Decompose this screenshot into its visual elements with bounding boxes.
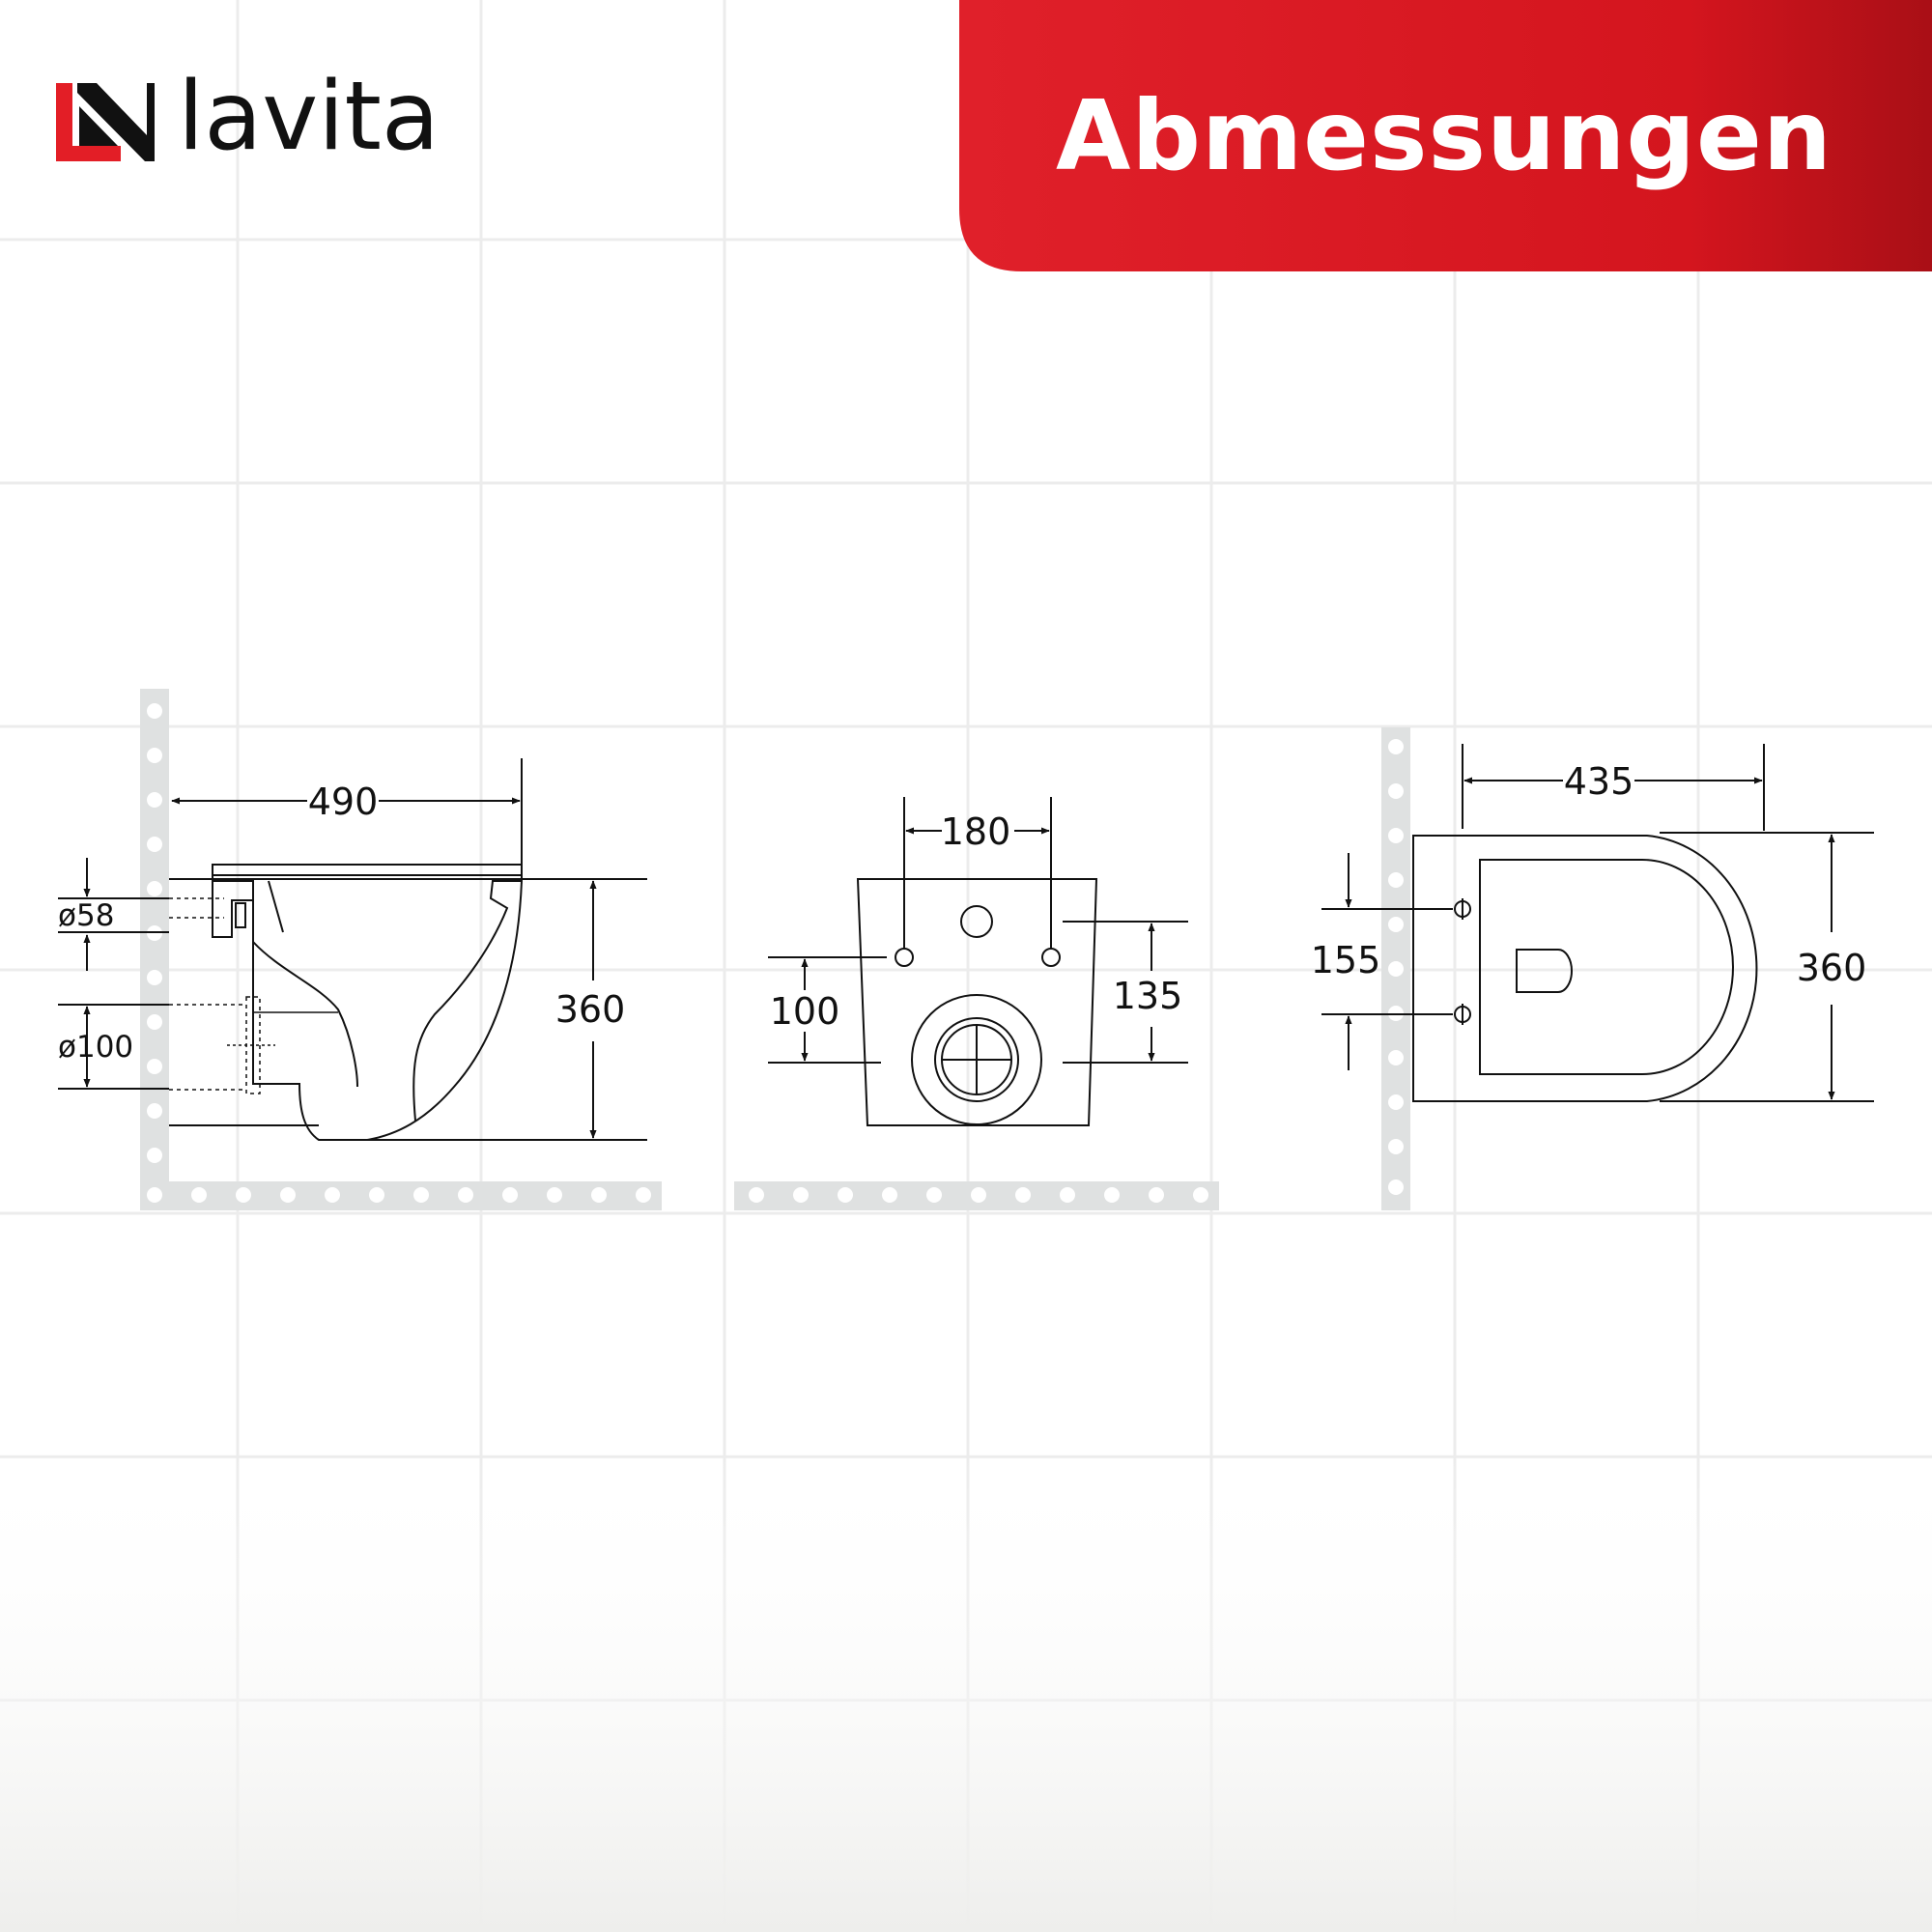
inlet-diameter-label: ø58 (58, 898, 114, 933)
toilet-bowl-opening-icon (1516, 949, 1573, 993)
top-wall-bar-holes (1388, 739, 1404, 1195)
top-outer-outline (1412, 835, 1758, 1102)
top-width-label: 360 (1797, 947, 1867, 989)
banner-shape (959, 0, 1932, 271)
rear-floor-bar-holes (749, 1187, 1208, 1203)
top-length-label: 435 (1564, 760, 1634, 803)
outlet-diameter-label: ø100 (58, 1030, 133, 1065)
brand-logo-icon (56, 83, 155, 161)
floor-bar (140, 1181, 662, 1210)
top-view (1321, 727, 1874, 1210)
inlet-hole-icon (960, 905, 993, 938)
brand-name: lavita (178, 62, 440, 172)
side-length-label: 490 (308, 781, 379, 823)
side-view (58, 689, 662, 1210)
inlet-height-label: 135 (1113, 975, 1183, 1017)
bolt-spacing-label: 180 (941, 810, 1011, 853)
rear-outline (856, 878, 1098, 1126)
rear-view (734, 797, 1219, 1210)
page-title: Abmessungen (1055, 79, 1833, 192)
side-bowl-outline (212, 864, 523, 1141)
side-height-label: 360 (555, 988, 626, 1031)
outlet-ring-icon (911, 994, 1042, 1125)
bolt-height-label: 100 (770, 990, 840, 1033)
floor-fade (0, 1449, 1932, 1932)
bolt-hole-left-icon (895, 948, 914, 967)
top-inner-outline (1479, 859, 1734, 1075)
seat-holes-label: 155 (1311, 939, 1381, 981)
wall-bar-holes (147, 703, 651, 1203)
bolt-hole-right-icon (1041, 948, 1061, 967)
wall-bar (140, 689, 169, 1210)
